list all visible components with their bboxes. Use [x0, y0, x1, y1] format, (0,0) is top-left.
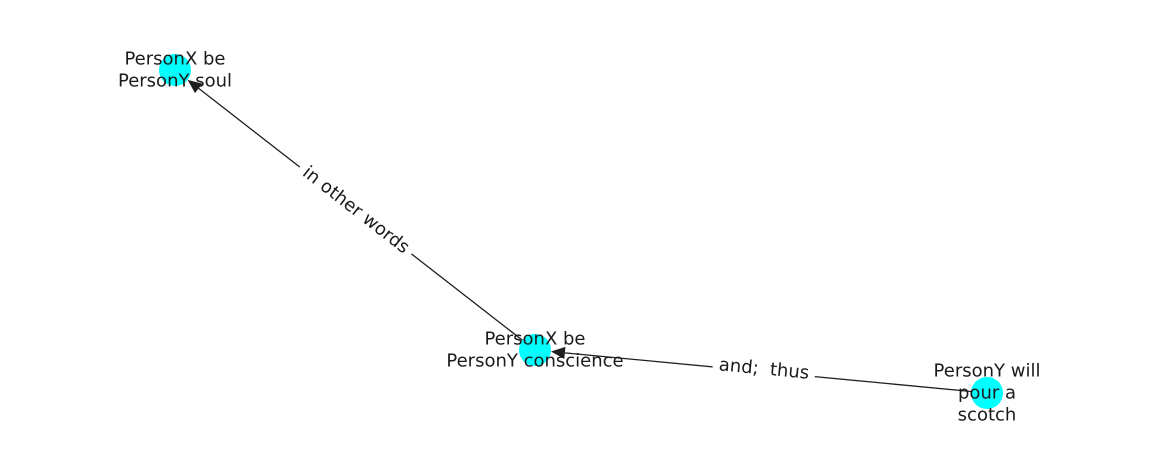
node-label-line: pour a: [958, 383, 1016, 404]
edges-layer: [187, 79, 988, 394]
node-label-line: PersonY conscience: [446, 351, 623, 372]
edge-label-conscience-to-soul: in other words: [291, 155, 421, 265]
node-conscience: [519, 334, 551, 366]
node-label-line: scotch: [958, 405, 1017, 426]
node-label-line: PersonY will: [934, 361, 1041, 382]
nodes-layer: [159, 54, 1003, 409]
node-label-line: PersonY soul: [118, 71, 232, 92]
node-scotch: [971, 377, 1003, 409]
node-label-line: PersonX be: [484, 329, 585, 350]
node-soul: [159, 54, 191, 86]
edge-label-background: [291, 155, 421, 265]
arrowhead-icon: [550, 346, 566, 359]
edge-label-scotch-to-conscience: and; thus: [711, 350, 817, 388]
arrowhead-icon: [187, 79, 203, 94]
edge-label-text: in other words: [298, 162, 413, 258]
edge-label-background: [711, 350, 817, 388]
node-label-line: PersonX be: [124, 49, 225, 70]
